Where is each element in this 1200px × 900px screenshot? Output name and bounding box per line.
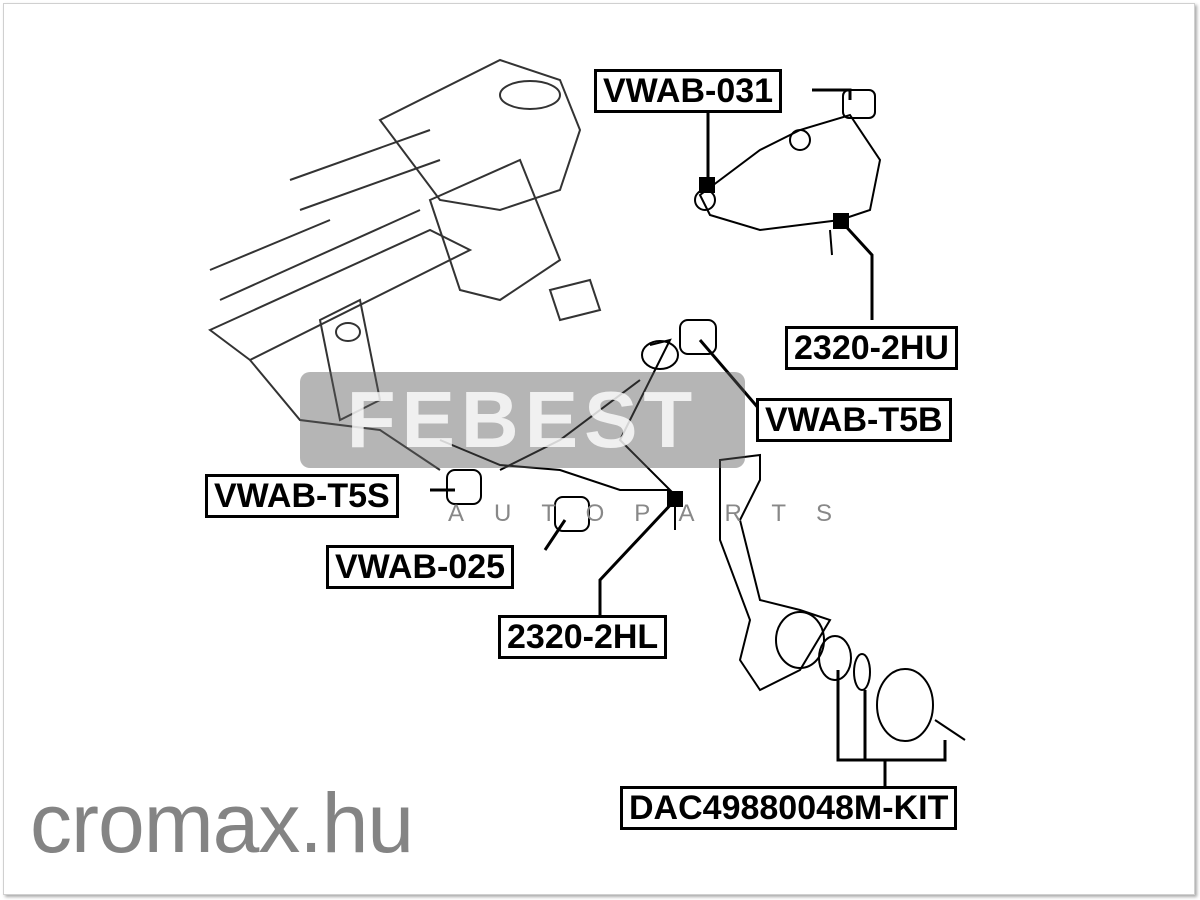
label-vwab-025[interactable]: VWAB-025	[326, 545, 515, 589]
subframe-drawing	[208, 58, 602, 471]
leader-lines	[430, 88, 947, 790]
image-frame	[3, 3, 1195, 895]
label-vwab-t5b[interactable]: VWAB-T5B	[756, 398, 952, 442]
label-dac-kit[interactable]: DAC49880048M-KIT	[620, 786, 958, 830]
label-vwab-t5s[interactable]: VWAB-T5S	[205, 474, 399, 518]
upper-control-arm-drawing	[694, 89, 882, 256]
label-2320-2hu[interactable]: 2320-2HU	[785, 326, 958, 370]
steering-knuckle-drawing	[719, 453, 966, 742]
label-2320-2hl[interactable]: 2320-2HL	[498, 615, 668, 659]
autoparts-watermark: AUTOPARTS	[448, 500, 863, 527]
label-vwab-031[interactable]: VWAB-031	[594, 69, 783, 113]
febest-logo-watermark: FEBEST	[300, 372, 745, 468]
cromax-watermark: cromax.hu	[30, 776, 414, 870]
callout-markers	[667, 177, 849, 507]
lower-control-arm-drawing	[439, 319, 717, 532]
